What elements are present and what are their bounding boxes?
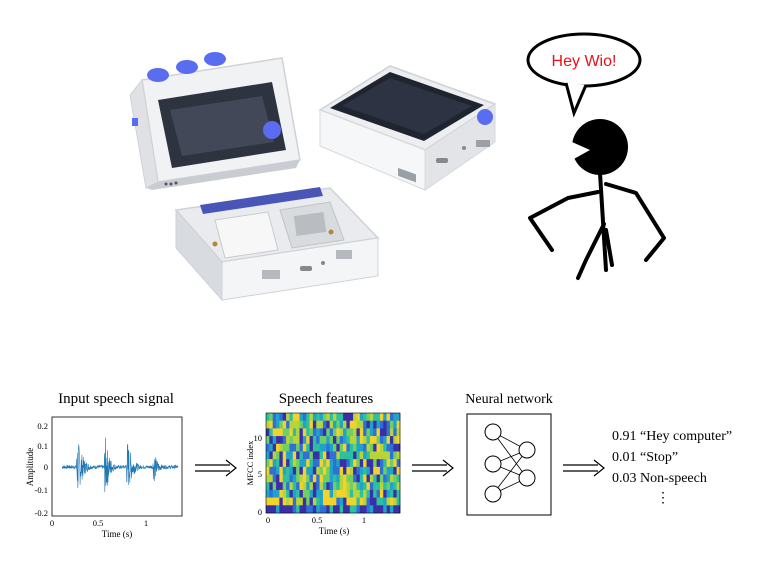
nn-input-node <box>484 455 502 473</box>
stick-figure-head <box>572 119 628 175</box>
nn-output-node <box>518 441 536 459</box>
stage2-xtick: 0.5 <box>312 515 323 525</box>
stage1-xlabel: Time (s) <box>102 529 132 539</box>
output-score-label: “Hey computer” <box>640 429 732 444</box>
nn-output-node <box>518 469 536 487</box>
stage2-xlabel: Time (s) <box>319 526 349 536</box>
output-score-label: “Stop” <box>640 450 678 465</box>
stage1-ytick: 0 <box>44 462 48 472</box>
stage2-xtick: 1 <box>362 515 366 525</box>
stage-input-speech: Input speech signal 0.2 0.1 0 -0.1 -0.2 … <box>25 391 183 539</box>
arrow-2 <box>412 459 454 477</box>
neural-network-box <box>466 413 552 516</box>
waveform <box>61 437 179 493</box>
stage2-ytick: 0 <box>258 507 262 517</box>
stick-figure: Hey Wio! <box>526 32 666 280</box>
stage1-ytick: -0.2 <box>35 508 48 518</box>
output-score-value: 0.01 <box>612 450 637 465</box>
stage1-ylabel: Amplitude <box>25 448 35 487</box>
wio-terminal-front <box>129 52 301 190</box>
stage1-xtick: 0 <box>50 518 54 528</box>
output-score-value: 0.91 <box>612 429 637 444</box>
output-score-value: 0.03 <box>612 471 637 486</box>
stage2-title: Speech features <box>279 391 374 407</box>
stage-speech-features: Speech features 10 5 0 0 0.5 1 Time (s) … <box>245 391 401 536</box>
stage-neural-network: Neural network <box>465 392 553 516</box>
speech-bubble-text: Hey Wio! <box>552 53 617 70</box>
output-ellipsis: ⋮ <box>656 491 670 506</box>
stage1-ytick: 0.2 <box>37 421 48 431</box>
stage1-ytick: -0.1 <box>35 485 48 495</box>
arrow-1 <box>195 459 237 477</box>
stage3-title: Neural network <box>465 392 552 407</box>
arrow-3 <box>563 459 605 477</box>
stage1-xtick: 1 <box>144 518 148 528</box>
mfcc-heatmap <box>266 413 401 514</box>
wio-terminal-back <box>174 187 380 302</box>
wio-terminal-right <box>318 65 497 191</box>
stage2-ytick: 5 <box>258 469 262 479</box>
output-score: 0.91 “Hey computer” <box>612 429 732 444</box>
stage1-ytick: 0.1 <box>37 441 48 451</box>
output-score-label: Non-speech <box>640 471 707 486</box>
pipeline: Input speech signal 0.2 0.1 0 -0.1 -0.2 … <box>25 391 732 539</box>
output-scores: 0.91 “Hey computer” 0.01 “Stop” 0.03 Non… <box>612 429 732 506</box>
nn-input-node <box>484 423 502 441</box>
nn-input-node <box>484 485 502 503</box>
stage2-xtick: 0 <box>266 515 270 525</box>
stage2-ytick: 10 <box>254 433 263 443</box>
stage2-ylabel: MFCC index <box>245 440 255 485</box>
output-score: 0.03 Non-speech <box>612 471 707 486</box>
output-score: 0.01 “Stop” <box>612 450 678 465</box>
stage1-xtick: 0.5 <box>93 518 104 528</box>
wio-terminal-devices <box>129 52 497 302</box>
stage1-title: Input speech signal <box>58 391 174 407</box>
